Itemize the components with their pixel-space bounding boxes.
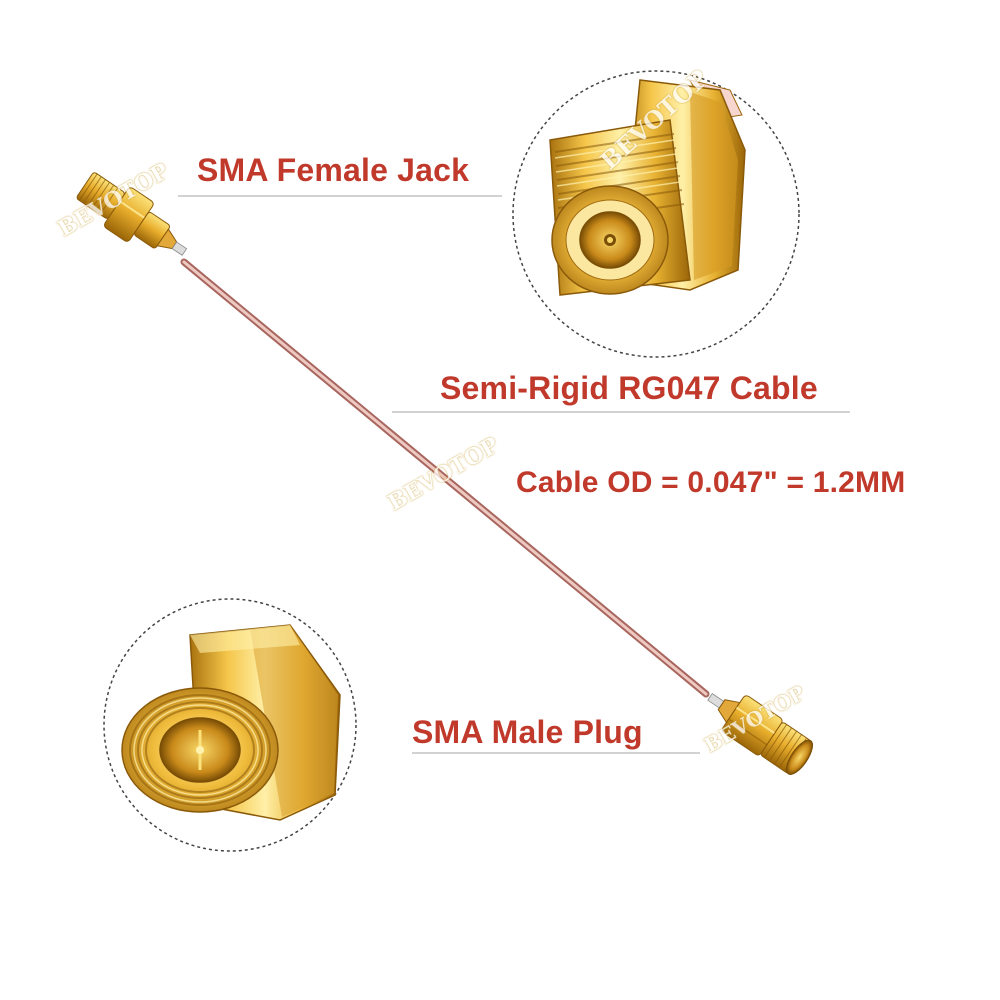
cable-od-label: Cable OD = 0.047" = 1.2MM	[516, 466, 906, 499]
sma-male-plug-icon	[707, 692, 814, 775]
female-jack-zoom-circle	[512, 70, 800, 358]
leader-lines	[178, 195, 850, 754]
male-plug-zoom-circle	[103, 598, 357, 852]
semi-rigid-cable-icon	[180, 258, 710, 698]
male-plug-label: SMA Male Plug	[412, 714, 643, 750]
sma-female-jack-icon	[76, 172, 188, 256]
cable-type-label: Semi-Rigid RG047 Cable	[440, 370, 818, 406]
female-jack-label: SMA Female Jack	[197, 152, 470, 188]
